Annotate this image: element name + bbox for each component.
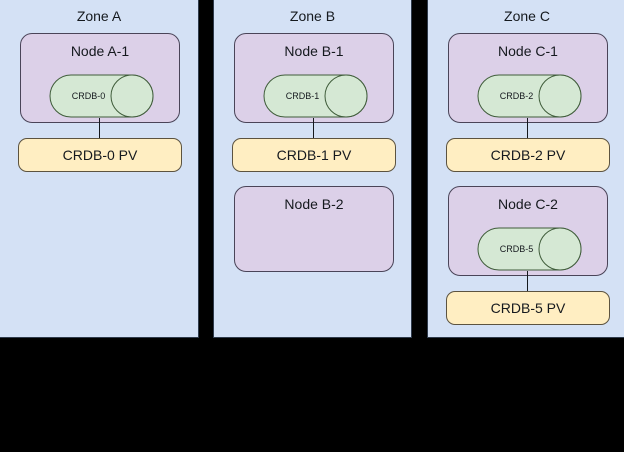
database-cylinder-crdb-2: CRDB-2 [477, 74, 582, 118]
pv-box-crdb-0-pv: CRDB-0 PV [18, 138, 182, 172]
connector-node-c-1-to-crdb-2-pv [527, 118, 528, 140]
zone-title-zone-a: Zone A [76, 8, 122, 24]
zone-container-zone-a: Zone A Node A-1 CRDB-0 CRDB-0 PV [0, 0, 199, 338]
zone-container-zone-b: Zone B Node B-1 CRDB-1 CRDB-1 PV Node B-… [213, 0, 412, 338]
pv-label-crdb-0-pv: CRDB-0 PV [62, 147, 138, 163]
node-box-node-a-1: Node A-1 CRDB-0 [20, 33, 180, 123]
node-title-node-a-1: Node A-1 [70, 43, 130, 59]
node-box-node-b-2: Node B-2 [234, 186, 394, 272]
pv-box-crdb-5-pv: CRDB-5 PV [446, 291, 610, 325]
node-box-node-c-1: Node C-1 CRDB-2 [448, 33, 608, 123]
connector-node-a-1-to-crdb-0-pv [99, 118, 100, 140]
pv-label-crdb-5-pv: CRDB-5 PV [490, 300, 566, 316]
pv-box-crdb-2-pv: CRDB-2 PV [446, 138, 610, 172]
node-title-node-c-2: Node C-2 [498, 196, 558, 212]
node-box-node-b-1: Node B-1 CRDB-1 [234, 33, 394, 123]
connector-node-b-1-to-crdb-1-pv [313, 118, 314, 140]
node-title-node-b-1: Node B-1 [284, 43, 344, 59]
connector-node-c-2-to-crdb-5-pv [527, 271, 528, 293]
node-title-node-c-1: Node C-1 [498, 43, 558, 59]
pv-label-crdb-1-pv: CRDB-1 PV [276, 147, 352, 163]
pv-label-crdb-2-pv: CRDB-2 PV [490, 147, 566, 163]
node-title-node-b-2: Node B-2 [284, 196, 344, 212]
pv-box-crdb-1-pv: CRDB-1 PV [232, 138, 396, 172]
database-cylinder-crdb-5: CRDB-5 [477, 227, 582, 271]
zone-title-zone-b: Zone B [289, 8, 336, 24]
node-box-node-c-2: Node C-2 CRDB-5 [448, 186, 608, 276]
zone-container-zone-c: Zone C Node C-1 CRDB-2 CRDB-2 PV Node C-… [427, 0, 624, 338]
zone-title-zone-c: Zone C [504, 8, 550, 24]
database-cylinder-crdb-0: CRDB-0 [49, 74, 154, 118]
database-cylinder-crdb-1: CRDB-1 [263, 74, 368, 118]
